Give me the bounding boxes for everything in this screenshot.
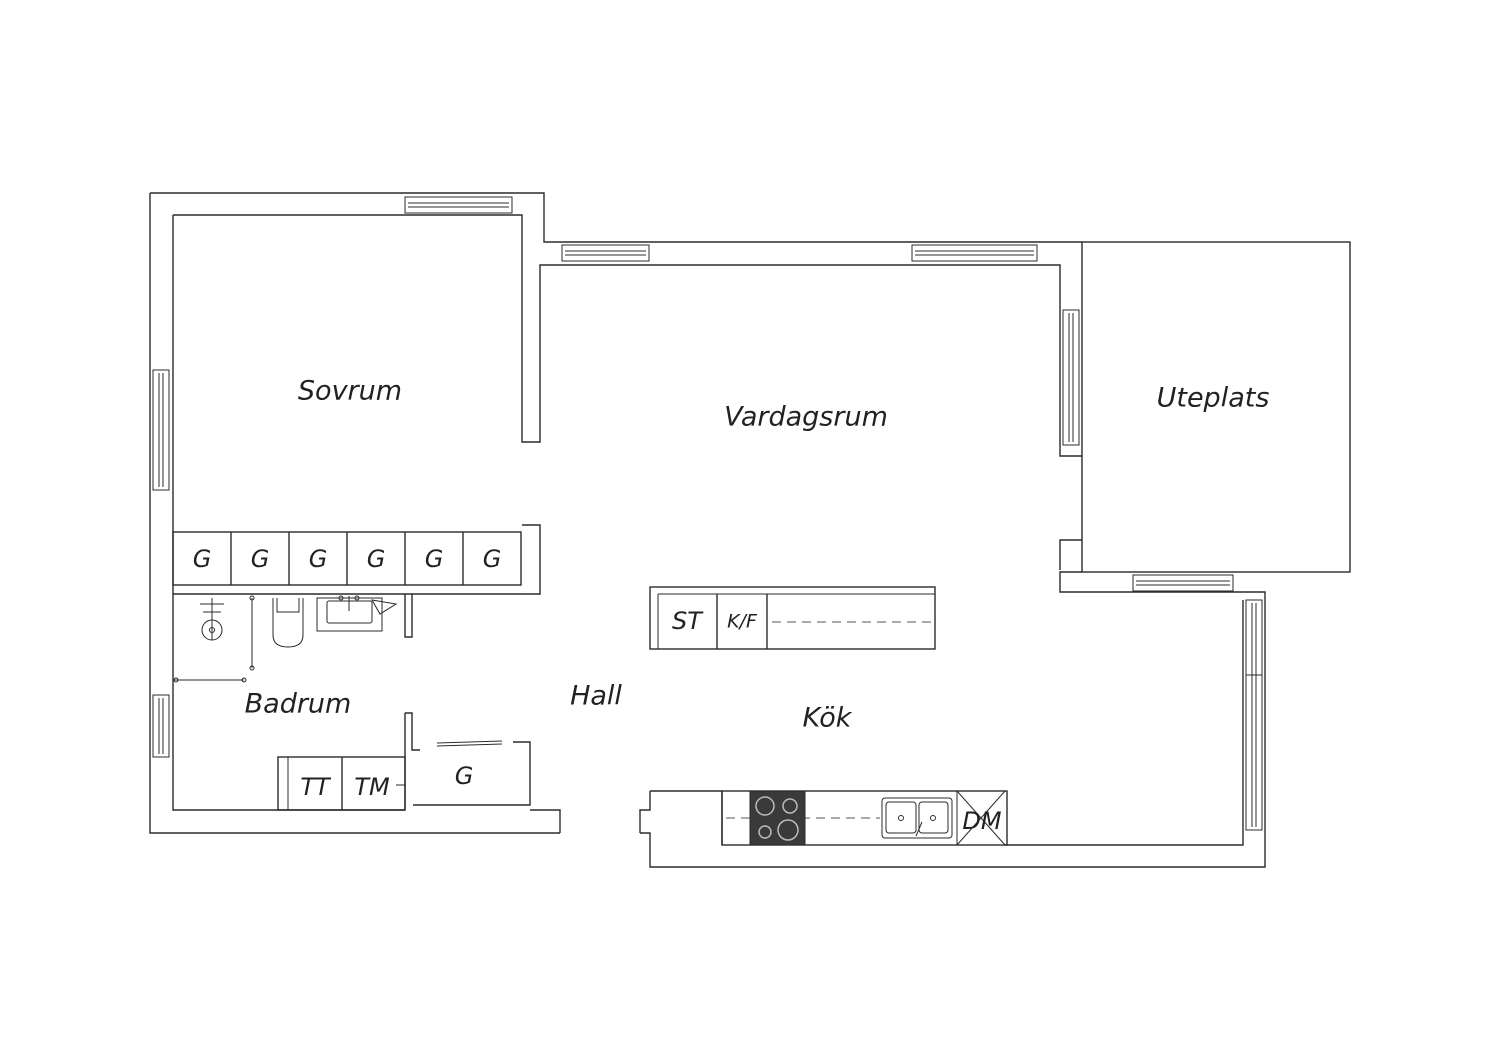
- wardrobe-label-5: G: [425, 545, 444, 573]
- kitchen-counter: DM: [721, 790, 1008, 846]
- washer-label: TM: [354, 773, 390, 801]
- room-label-sovrum: Sovrum: [298, 376, 402, 407]
- double-sink-icon: [881, 797, 953, 839]
- shower-icon: [200, 598, 224, 641]
- room-label-hall: Hall: [570, 681, 622, 712]
- tall-stove-label: ST: [672, 607, 704, 635]
- wardrobe-label-6: G: [483, 545, 502, 573]
- exterior-walls: [149, 192, 1266, 868]
- bathroom-fixtures: TT TM: [173, 595, 406, 811]
- wardrobe-row: G G G G G G: [172, 531, 522, 586]
- wardrobe-label-3: G: [309, 545, 328, 573]
- wardrobe-label-2: G: [251, 545, 270, 573]
- hob-icon: [749, 790, 806, 846]
- room-label-uteplats: Uteplats: [1157, 383, 1270, 414]
- room-label-badrum: Badrum: [245, 689, 352, 720]
- terrace-outline: [1081, 241, 1351, 573]
- dryer-label: TT: [300, 773, 332, 801]
- dishwasher-label: DM: [962, 807, 1001, 835]
- hall-closet-label: G: [455, 762, 474, 790]
- wardrobe-label-1: G: [193, 545, 212, 573]
- toilet-icon: [272, 598, 304, 648]
- sink-icon: [316, 595, 398, 632]
- kitchen-island: ST K/F: [649, 586, 936, 650]
- room-label-kok: Kök: [803, 703, 853, 734]
- windows: [152, 196, 1263, 831]
- wardrobe-label-4: G: [367, 545, 386, 573]
- room-label-vardagsrum: Vardagsrum: [724, 402, 888, 433]
- fridge-freezer-label: K/F: [727, 611, 758, 633]
